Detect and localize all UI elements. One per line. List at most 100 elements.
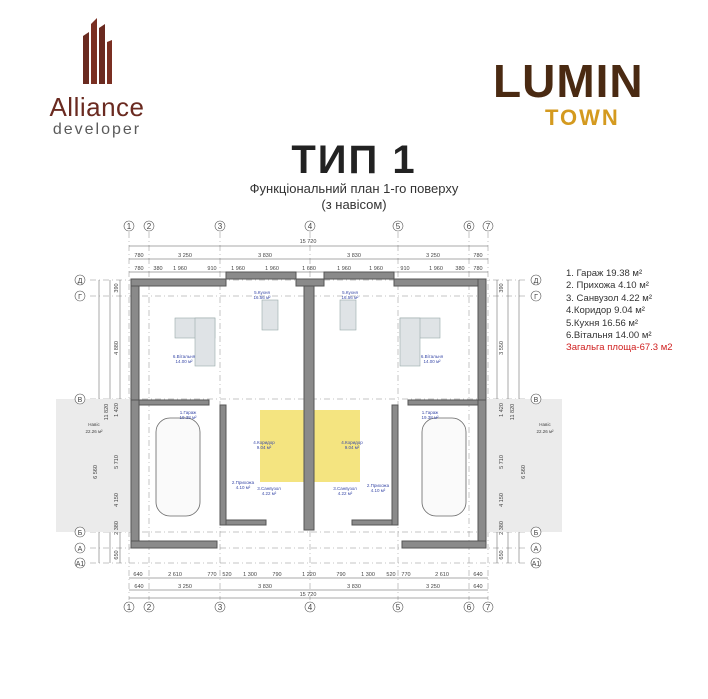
axis-label: А xyxy=(534,546,539,553)
dimension-value: 4 880 xyxy=(114,341,120,355)
dimension-value: 1 420 xyxy=(499,403,505,417)
dimension-total: 15 720 xyxy=(300,239,317,245)
axis-label: Г xyxy=(534,294,538,301)
dimension-value: 780 xyxy=(473,266,482,272)
legend-item: 5.Кухня 16.56 м² xyxy=(566,317,639,329)
dimension-value: 3 830 xyxy=(258,584,272,590)
axis-bubbles-bottom: 1 2 3 4 5 6 7 xyxy=(123,601,494,613)
dimension-value: 910 xyxy=(207,266,216,272)
lumin-logo: LUMIN xyxy=(493,55,644,107)
dimension-value: 1 960 xyxy=(265,266,279,272)
dimension-value: 11 820 xyxy=(510,404,516,420)
dimension-value: 3 250 xyxy=(178,584,192,590)
legend-item: 3. Санвузол 4.22 м² xyxy=(566,292,652,304)
room-area: 4.10 м² xyxy=(236,485,251,490)
room-label: 4.Коридор xyxy=(341,440,363,445)
dimension-value: 770 xyxy=(401,572,410,578)
dimension-value: 1 680 xyxy=(302,266,316,272)
room-label: 5.Кухня xyxy=(254,290,270,295)
dimension-value: 790 xyxy=(272,572,281,578)
dimension-value: 3 830 xyxy=(347,253,361,259)
room-area: 4.10 м² xyxy=(371,488,386,493)
dimension-value: 1 960 xyxy=(337,266,351,272)
dimension-value: 640 xyxy=(133,572,142,578)
axis-label: 3 xyxy=(218,222,223,231)
dimension-value: 520 xyxy=(386,572,395,578)
page-title: ТИП 1 xyxy=(291,138,417,182)
dimension-value: 4 150 xyxy=(114,493,120,507)
room-label: 2.Прихожа xyxy=(232,480,255,485)
dimension-value: 1 420 xyxy=(114,403,120,417)
dimension-value: 380 xyxy=(455,266,464,272)
axis-label: А1 xyxy=(532,561,541,568)
developer-label: developer xyxy=(52,121,142,138)
axis-bubbles-left: Д Г В Б А А1 xyxy=(74,274,86,569)
dimension-text-right: 6 560 11 820 390 3 550 1 420 5 710 4 150… xyxy=(499,283,527,559)
axis-label: А xyxy=(78,546,83,553)
dimension-value: 6 560 xyxy=(93,465,99,479)
dimension-value: 5 710 xyxy=(114,455,120,469)
room-area: 14.00 м² xyxy=(423,359,441,364)
axis-label: 4 xyxy=(308,603,313,612)
cars xyxy=(155,417,467,517)
room-area: 9.04 м² xyxy=(345,445,360,450)
room-label: 1.Гараж xyxy=(180,410,196,415)
dimension-text-top: 15 720 780 3 250 3 830 3 830 3 250 780 7… xyxy=(134,239,482,272)
walls xyxy=(130,271,487,549)
axis-label: Г xyxy=(78,294,82,301)
axis-label: 2 xyxy=(147,603,152,612)
stair-highlight xyxy=(260,410,360,482)
axis-label: В xyxy=(534,397,539,404)
dimension-value: 390 xyxy=(499,283,505,292)
room-area: 4.22 м² xyxy=(338,491,353,496)
dimension-value: 1 960 xyxy=(369,266,383,272)
furniture xyxy=(174,299,441,367)
axis-label: Д xyxy=(534,278,539,285)
dimension-value: 640 xyxy=(134,584,143,590)
building-logo-icon xyxy=(83,18,112,84)
dimension-total: 15 720 xyxy=(300,592,317,598)
axis-bubbles-top: 1 2 3 4 5 6 7 xyxy=(123,220,494,232)
room-area: 4.22 м² xyxy=(262,491,277,496)
room-label: 2.Прихожа xyxy=(367,483,390,488)
dimension-value: 2 610 xyxy=(168,572,182,578)
dimension-value: 910 xyxy=(400,266,409,272)
axis-label: 6 xyxy=(467,222,472,231)
room-label: 3.Санвузол xyxy=(257,486,281,491)
dimension-value: 640 xyxy=(473,584,482,590)
dimension-value: 2 380 xyxy=(499,521,505,535)
dimension-value: 1 220 xyxy=(302,572,316,578)
room-area: 16.56 м² xyxy=(253,295,271,300)
dimension-value: 1 300 xyxy=(243,572,257,578)
dimension-value: 1 960 xyxy=(231,266,245,272)
room-label: 6.Вітальня xyxy=(421,354,444,359)
dimension-value: 4 150 xyxy=(499,493,505,507)
room-label: 4.Коридор xyxy=(253,440,275,445)
room-area: 19.38 м² xyxy=(179,415,197,420)
axis-label: 1 xyxy=(127,222,132,231)
dimension-value: 780 xyxy=(134,266,143,272)
axis-label: 7 xyxy=(486,603,491,612)
page-subtitle-2: (з навісом) xyxy=(321,197,387,212)
room-area: 9.04 м² xyxy=(257,445,272,450)
dimension-value: 520 xyxy=(222,572,231,578)
dimension-value: 3 250 xyxy=(178,253,192,259)
axis-label: 7 xyxy=(486,222,491,231)
room-label: 5.Кухня xyxy=(342,290,358,295)
axis-label: Б xyxy=(534,530,539,537)
alliance-name: Alliance xyxy=(49,92,145,122)
legend-item: 1. Гараж 19.38 м² xyxy=(566,268,643,279)
dimension-value: 380 xyxy=(153,266,162,272)
dimension-value: 3 830 xyxy=(258,253,272,259)
dimension-value: 390 xyxy=(114,283,120,292)
legend-item: 2. Прихожа 4.10 м² xyxy=(566,280,649,292)
axis-label: 3 xyxy=(218,603,223,612)
room-label: Навіс xyxy=(88,422,100,427)
room-label: 1.Гараж xyxy=(422,410,438,415)
dimension-value: 3 550 xyxy=(499,341,505,355)
dimension-value: 3 250 xyxy=(426,584,440,590)
dimension-value: 2 610 xyxy=(435,572,449,578)
room-label: Навіс xyxy=(539,422,551,427)
